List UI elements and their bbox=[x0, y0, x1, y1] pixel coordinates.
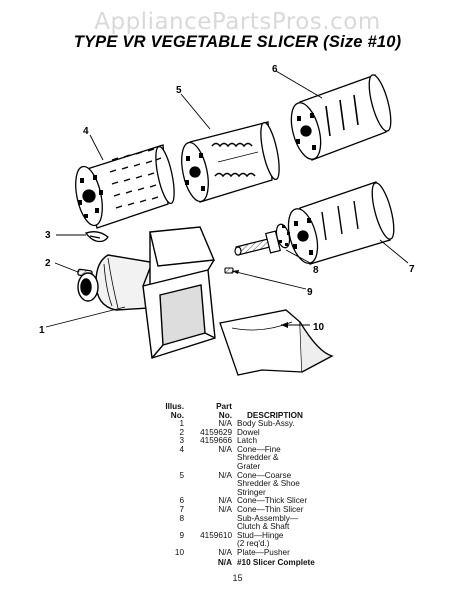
callout-9: 9 bbox=[307, 287, 313, 298]
row-illus-no: 2 bbox=[179, 427, 184, 437]
page-number: 15 bbox=[232, 573, 243, 583]
parts-list-complete-row: N/A #10 Slicer Complete bbox=[162, 557, 422, 568]
complete-no bbox=[162, 559, 184, 568]
parts-list-row: 4 N/A Cone—Fine Shredder & Grater bbox=[162, 444, 422, 472]
row-description: Body Sub-Assy. bbox=[237, 419, 295, 428]
row-description: Cone—Thin Slicer bbox=[237, 504, 304, 514]
row-part-no: N/A bbox=[218, 470, 232, 480]
header-part-no: Part No. bbox=[216, 402, 232, 420]
row-illus-no: 5 bbox=[179, 470, 184, 480]
row-description: Cone—Fine Shredder & Grater bbox=[237, 444, 281, 471]
row-part-no bbox=[184, 515, 237, 532]
row-part-no: 4159666 bbox=[200, 436, 232, 446]
hinge-stud bbox=[224, 267, 234, 274]
row-description: Cone—Coarse Shredder & Shoe Stringer bbox=[237, 470, 300, 497]
callout-3: 3 bbox=[45, 230, 51, 241]
row-illus-no: 7 bbox=[179, 504, 184, 514]
callout-4: 4 bbox=[83, 126, 89, 137]
row-description: Latch bbox=[237, 436, 258, 446]
page-title: TYPE VR VEGETABLE SLICER (Size #10) bbox=[73, 33, 402, 51]
leader-lines bbox=[45, 70, 409, 328]
row-description: Sub-Assembly— Clutch & Shaft bbox=[237, 513, 298, 532]
row-description: Plate—Pusher bbox=[237, 547, 290, 557]
parts-list-row: 3 4159666 Latch bbox=[162, 437, 422, 446]
parts-list-row: 7 N/A Cone—Thin Slicer bbox=[162, 504, 422, 515]
parts-list-row: 9 4159610 Stud—Hinge (2 req'd.) bbox=[162, 530, 422, 549]
callout-2: 2 bbox=[45, 258, 51, 269]
cone-coarse-shredder bbox=[181, 121, 280, 203]
parts-list-row: 1 N/A Body Sub-Assy. bbox=[162, 419, 422, 429]
callout-10: 10 bbox=[313, 322, 325, 333]
callout-1: 1 bbox=[39, 325, 45, 336]
body-sub-assembly bbox=[77, 226, 216, 359]
parts-list-row: 6 N/A Cone—Thick Slicer bbox=[162, 497, 422, 506]
latch bbox=[84, 231, 109, 243]
row-part-no: N/A bbox=[218, 504, 232, 514]
row-part-no: 4159610 bbox=[200, 530, 232, 540]
cone-thin-slicer bbox=[287, 181, 395, 265]
header-description: DESCRIPTION bbox=[247, 411, 303, 420]
row-part-no: N/A bbox=[218, 444, 232, 454]
parts-list-header: Illus. No. Part No. DESCRIPTION bbox=[162, 402, 422, 420]
parts-list-row: 10 N/A Plate—Pusher bbox=[162, 547, 422, 558]
pusher-plate bbox=[219, 309, 334, 376]
row-description: Cone—Thick Slicer bbox=[237, 496, 308, 506]
row-part-no: 4159629 bbox=[200, 427, 232, 437]
row-description: Dowel bbox=[237, 427, 260, 437]
row-illus-no: 3 bbox=[179, 436, 184, 446]
parts-list-row: 2 4159629 Dowel bbox=[162, 427, 422, 438]
parts-list-row: 8 Sub-Assembly— Clutch & Shaft bbox=[162, 513, 422, 532]
row-part-no: N/A bbox=[218, 496, 232, 506]
complete-part-no: N/A bbox=[217, 557, 232, 567]
cone-thick-slicer bbox=[290, 74, 392, 161]
complete-description: #10 Slicer Complete bbox=[237, 557, 315, 567]
row-illus-no: 1 bbox=[179, 419, 184, 428]
row-illus-no: 10 bbox=[174, 547, 184, 557]
row-description: Stud—Hinge (2 req'd.) bbox=[237, 530, 284, 549]
row-illus-no: 4 bbox=[179, 444, 184, 454]
callout-8: 8 bbox=[313, 265, 319, 276]
watermark: AppliancePartsPros.com bbox=[94, 9, 381, 35]
row-illus-no: 9 bbox=[179, 530, 184, 540]
row-illus-no: 6 bbox=[179, 496, 184, 506]
row-part-no: N/A bbox=[218, 419, 232, 428]
callout-6: 6 bbox=[272, 64, 278, 75]
cone-fine-shredder bbox=[75, 144, 175, 229]
clutch-shaft-assembly bbox=[234, 223, 291, 256]
header-illus-no: Illus. No. bbox=[165, 402, 184, 420]
row-illus-no: 8 bbox=[179, 513, 184, 523]
callout-5: 5 bbox=[176, 85, 182, 96]
parts-list-row: 5 N/A Cone—Coarse Shredder & Shoe Stringer bbox=[162, 470, 422, 498]
row-part-no: N/A bbox=[218, 547, 232, 557]
callout-7: 7 bbox=[409, 264, 415, 275]
